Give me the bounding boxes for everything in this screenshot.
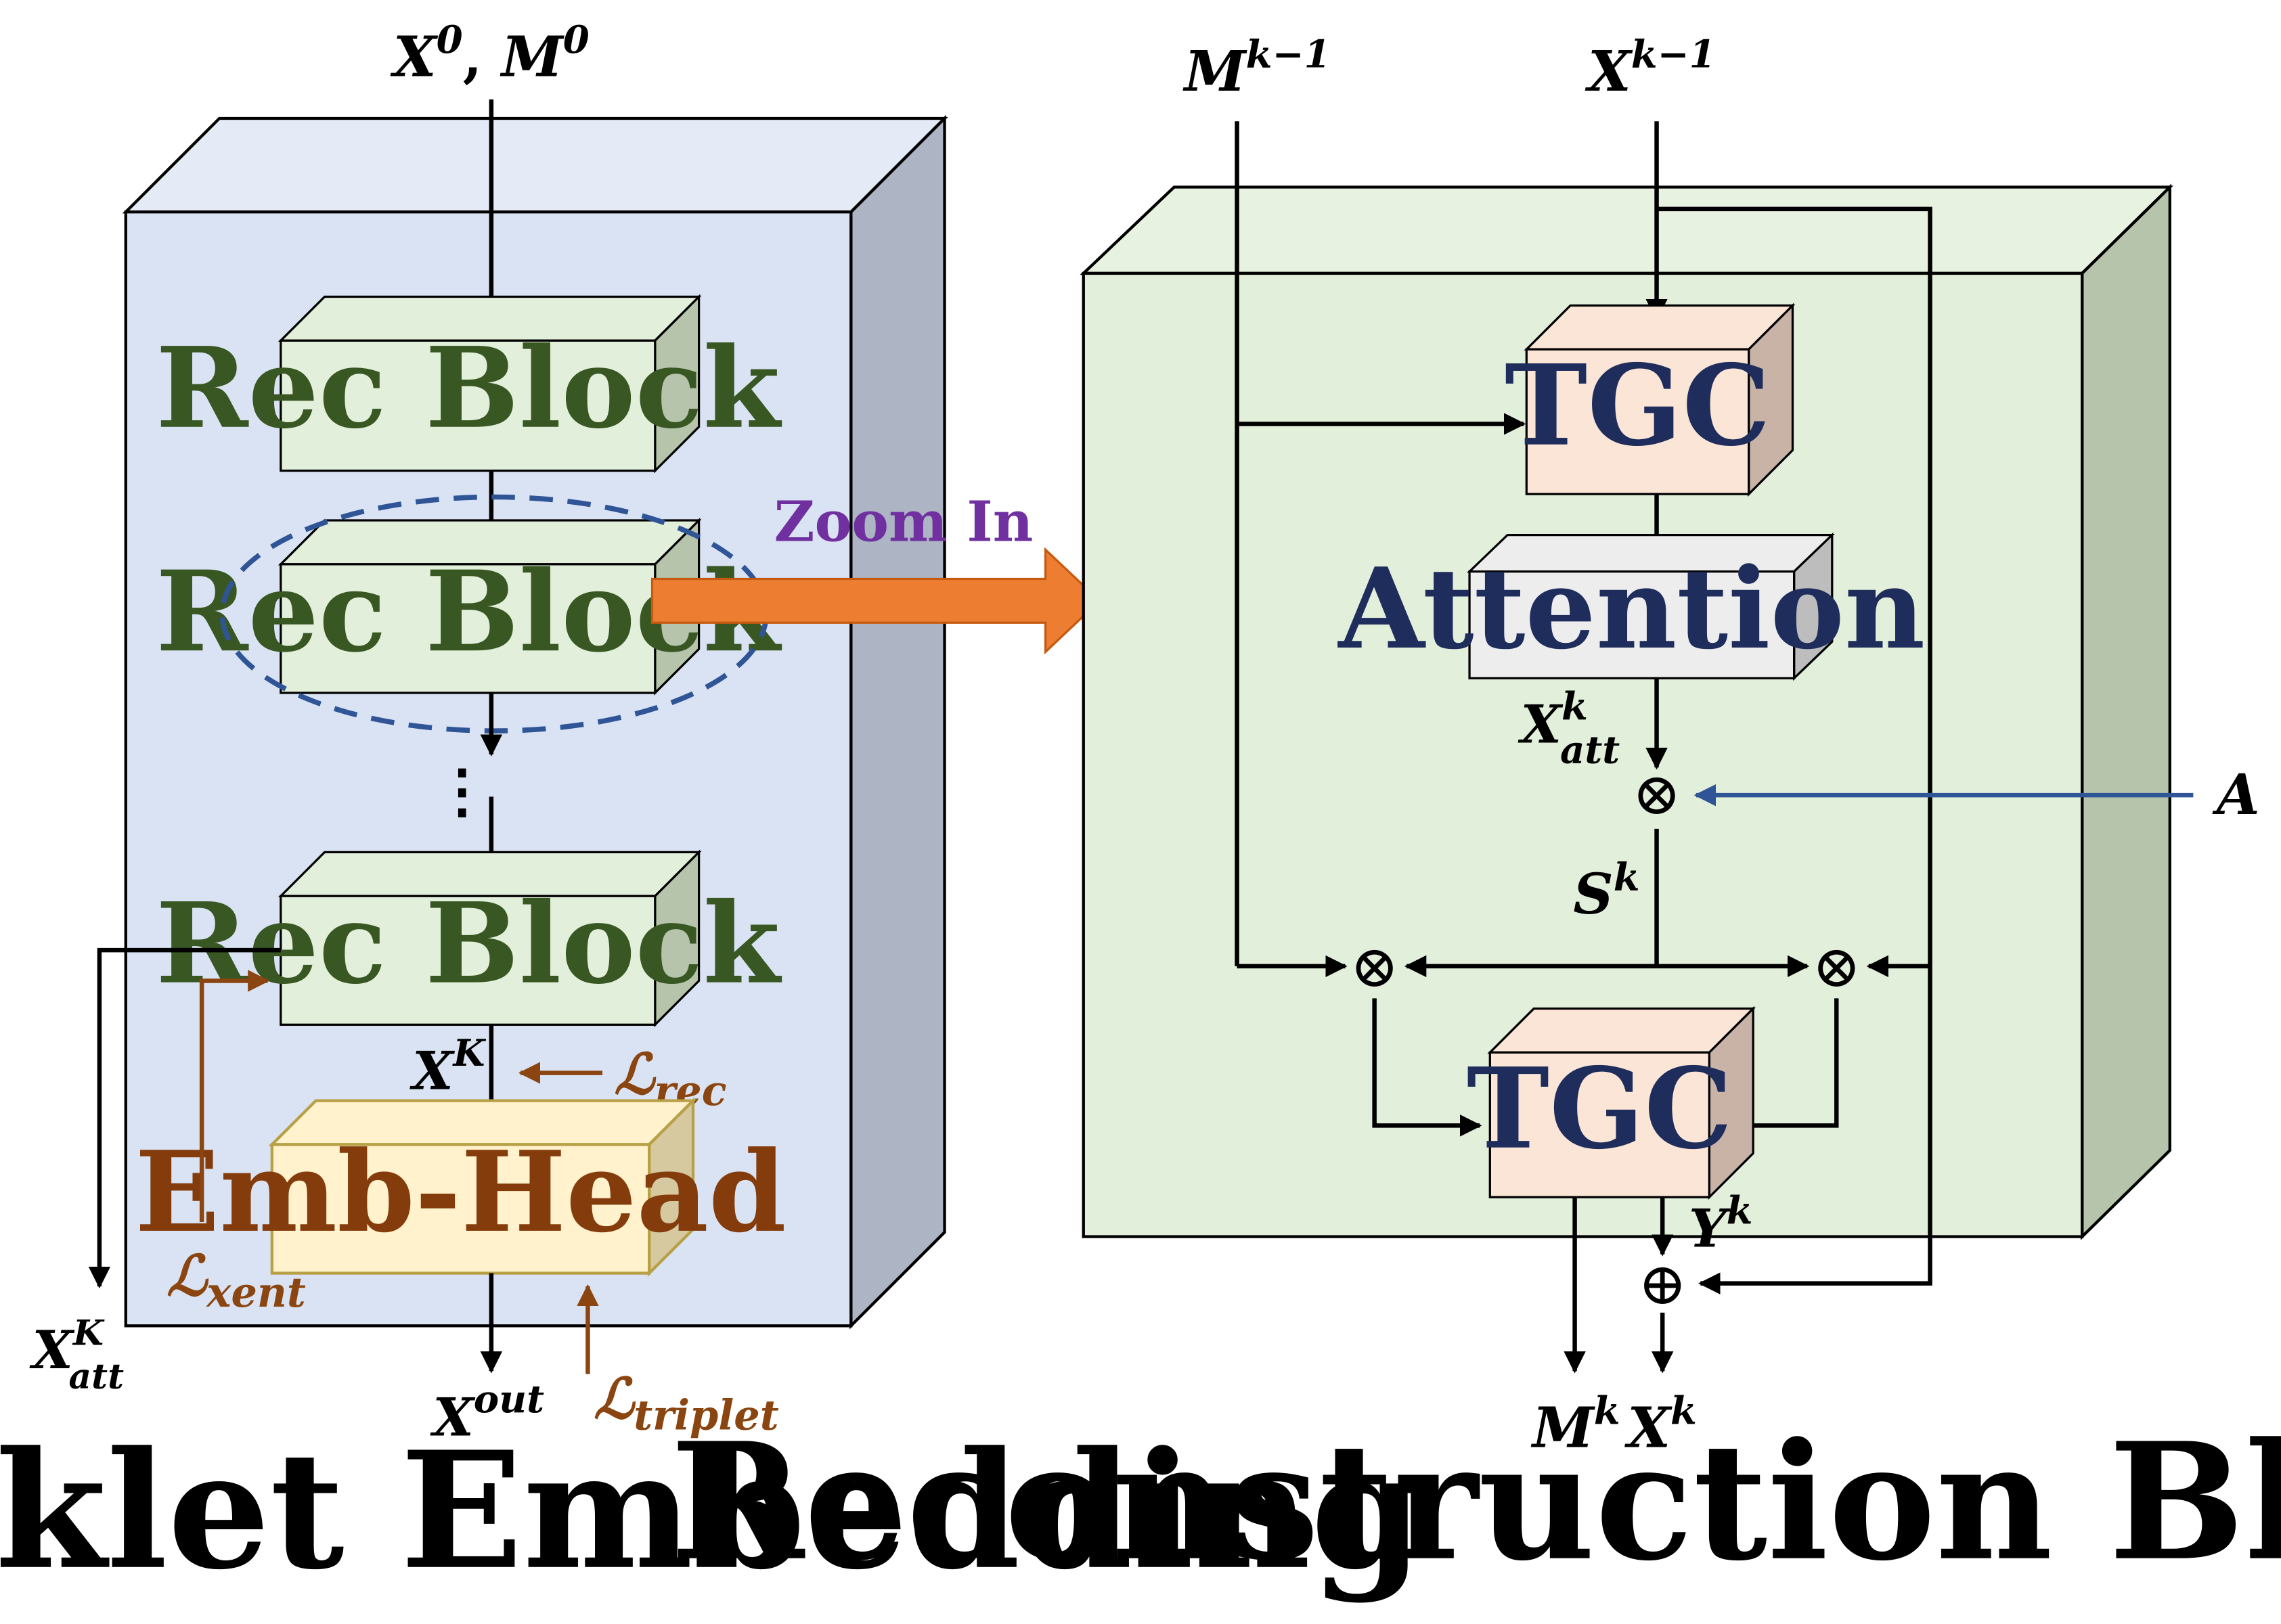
m-output-label: Mk	[1530, 1389, 1620, 1461]
rec-block-1: Rec Block	[156, 294, 782, 474]
rec-block-2: Rec Block	[156, 518, 782, 696]
m-input-base: M	[1182, 39, 1247, 104]
tgc-bottom-block: TGC	[1467, 1006, 1756, 1200]
x-input-base: X	[1585, 39, 1633, 104]
x-input-label: Xk−1	[1585, 32, 1716, 104]
tgc-bottom-front	[1488, 1051, 1710, 1198]
input-label: X0, M0	[390, 18, 590, 90]
attention-block: Attention	[1337, 532, 1925, 681]
tgc-bottom-label: TGC	[1467, 1043, 1733, 1174]
rec-block-3: Rec Block	[156, 849, 782, 1028]
left-title: Tracklet Embedding	[0, 1417, 1423, 1606]
tgc-top-block: TGC	[1505, 302, 1796, 497]
ellipsis: ⋮	[433, 757, 491, 826]
attention-front	[1468, 570, 1796, 679]
emb-head-label: Emb-Head	[135, 1127, 786, 1257]
xk-label: XK	[409, 1031, 486, 1102]
rec-block-1-front	[280, 339, 657, 472]
attention-label: Attention	[1337, 543, 1925, 674]
loss-xent-sub: xent	[205, 1269, 305, 1317]
input-m-sup: 0	[563, 18, 590, 62]
loss-triplet-sub: triplet	[634, 1392, 778, 1440]
input-x: X	[390, 24, 439, 89]
xatt-output-arrow	[88, 947, 281, 1289]
loss-triplet: ℒtriplet	[594, 1366, 779, 1439]
s-k-base: S	[1573, 862, 1613, 927]
rec-block-3-front	[280, 895, 657, 1026]
right-otimes-icon: ⊗	[1812, 933, 1861, 1001]
loss-xent-arrow	[199, 970, 270, 1222]
right-otimes-to-tgc-arrow	[1720, 998, 1839, 1137]
xk-base: X	[409, 1040, 455, 1102]
xout-sup: out	[474, 1377, 544, 1422]
x-input-sup: k−1	[1631, 32, 1716, 76]
loss-rec-symbol: ℒ	[614, 1042, 656, 1107]
loss-xent-symbol: ℒ	[167, 1244, 208, 1309]
xatt-k-sup: K	[72, 1312, 105, 1353]
m-output-base: M	[1530, 1396, 1595, 1461]
zoom-in-indicator: Zoom In	[650, 489, 1101, 655]
xatt-k-base: X	[29, 1320, 75, 1381]
xatt-k-right-sup: k	[1562, 684, 1588, 729]
top-otimes-icon: ⊗	[1632, 761, 1681, 828]
xatt-k-sub: att	[69, 1356, 125, 1397]
xatt-k-right-sub: att	[1560, 728, 1620, 773]
y-k-base: Y	[1689, 1198, 1731, 1260]
xatt-k-right-base: X	[1518, 694, 1564, 755]
y-k-sup: k	[1727, 1188, 1753, 1233]
input-sep: ,	[463, 24, 502, 89]
s-k-label: Sk	[1573, 855, 1639, 928]
zoom-in-label: Zoom In	[774, 489, 1034, 554]
residual-skip-line	[1656, 206, 1932, 1294]
xout-base: X	[429, 1386, 475, 1448]
right-box-side-face	[2081, 183, 2171, 1240]
emb-head-front	[270, 1143, 651, 1275]
x-output-base: X	[1624, 1396, 1673, 1461]
rec-block-1-label: Rec Block	[156, 323, 782, 453]
rec-block-2-front	[280, 563, 657, 694]
input-m: M	[500, 24, 564, 89]
left-box-side-face	[849, 114, 946, 1330]
m-output-sup: k	[1594, 1389, 1620, 1433]
oplus-icon: ⊕	[1638, 1250, 1687, 1318]
right-title: Reconstruction Block	[671, 1408, 2281, 1597]
left-box-top-face	[122, 116, 948, 214]
m-input-sup: k−1	[1246, 32, 1331, 76]
loss-triplet-symbol: ℒ	[594, 1366, 636, 1431]
xk-sup: K	[452, 1031, 487, 1075]
loss-xent: ℒxent	[167, 1244, 306, 1317]
x-output-sup: k	[1670, 1389, 1697, 1433]
m-input-label: Mk−1	[1182, 32, 1331, 104]
x-output-label: Xk	[1624, 1389, 1697, 1461]
zoom-in-arrow	[650, 547, 1101, 655]
rec-block-3-label: Rec Block	[156, 878, 782, 1009]
tgc-top-label: TGC	[1505, 340, 1771, 471]
emb-head-block: Emb-Head	[135, 1097, 787, 1277]
tgc-top-front	[1525, 348, 1750, 495]
tracklet-embedding-panel: X0, M0 Rec Block Rec Block ⋮ Rec Block	[29, 18, 948, 1449]
left-otimes-to-tgc-arrow	[1372, 998, 1482, 1137]
input-x-sup: 0	[437, 18, 463, 62]
left-otimes-icon: ⊗	[1350, 933, 1398, 1001]
xout-label: Xout	[429, 1377, 544, 1449]
y-k-label: Yk	[1689, 1188, 1752, 1260]
right-box-top-face	[1080, 185, 2174, 275]
s-k-sup: k	[1614, 855, 1640, 900]
a-label: A	[2212, 763, 2260, 828]
